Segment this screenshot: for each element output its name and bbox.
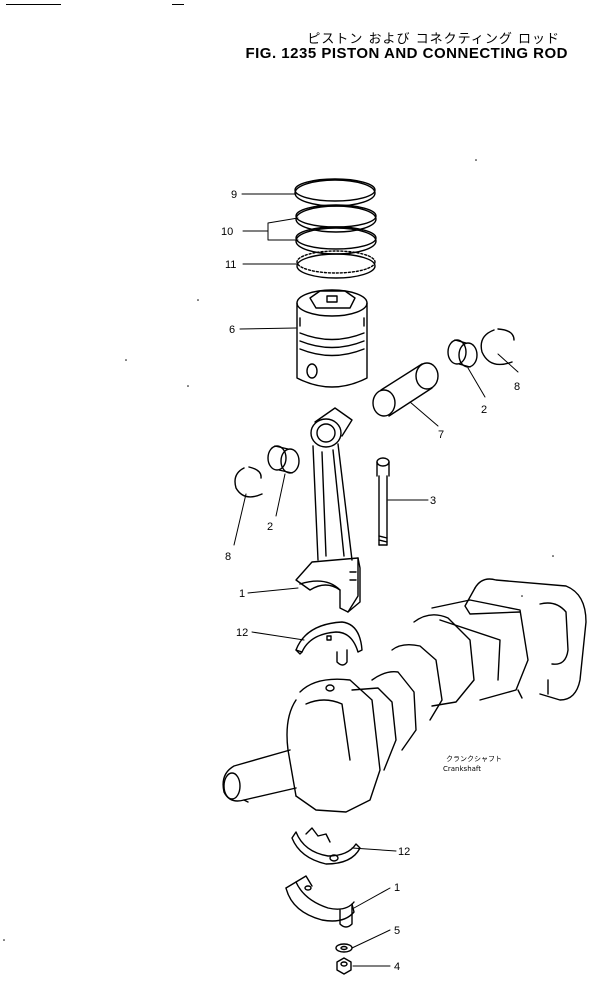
callout-4: 4 — [394, 961, 400, 973]
callout-7: 7 — [438, 429, 444, 441]
callout-6: 6 — [229, 324, 235, 336]
snap-ring-right — [480, 328, 515, 366]
connecting-rod-bolt — [376, 457, 390, 546]
piston — [296, 289, 368, 388]
callout-2-left: 2 — [267, 521, 273, 533]
title-japanese: ピストン および コネクティング ロッド — [307, 32, 560, 47]
connecting-rod — [295, 407, 361, 613]
callout-8-right: 8 — [514, 381, 520, 393]
callout-10: 10 — [221, 226, 233, 238]
corner-rule — [6, 4, 61, 5]
callout-3: 3 — [430, 495, 436, 507]
piston-ring-9 — [294, 178, 376, 207]
snap-ring-left — [234, 466, 263, 498]
callout-11: 11 — [225, 259, 236, 271]
connecting-rod-cap — [285, 875, 355, 928]
figure-title: FIG. 1235 PISTON AND CONNECTING ROD — [245, 45, 568, 62]
callout-9: 9 — [231, 189, 237, 201]
callout-labels: 9 10 11 6 8 2 7 3 2 8 1 12 12 1 5 4 — [221, 189, 520, 973]
crankshaft-note-japanese: クランクシャフト — [446, 755, 502, 763]
bearing-shell-upper — [295, 621, 363, 666]
callout-12-bottom: 12 — [398, 846, 410, 858]
lock-washer — [335, 943, 353, 953]
pin-bushing-right — [447, 339, 478, 368]
callout-5: 5 — [394, 925, 400, 937]
piston-ring-11 — [296, 250, 376, 279]
callout-1-top: 1 — [239, 588, 245, 600]
leader-lines — [233, 193, 519, 967]
callout-12-top: 12 — [236, 627, 248, 639]
callout-2-right: 2 — [481, 404, 487, 416]
crankshaft-note-english: Crankshaft — [443, 765, 481, 773]
hex-nut — [336, 957, 352, 975]
pin-bushing-left — [267, 445, 300, 474]
scan-specks — [3, 159, 554, 941]
crankshaft — [222, 578, 587, 813]
callout-8-left: 8 — [225, 551, 231, 563]
piston-pin — [372, 362, 439, 417]
callout-1-bottom: 1 — [394, 882, 400, 894]
corner-tick — [172, 4, 184, 5]
bearing-shell-lower — [291, 827, 361, 865]
piston-ring-10-lower — [295, 226, 377, 255]
